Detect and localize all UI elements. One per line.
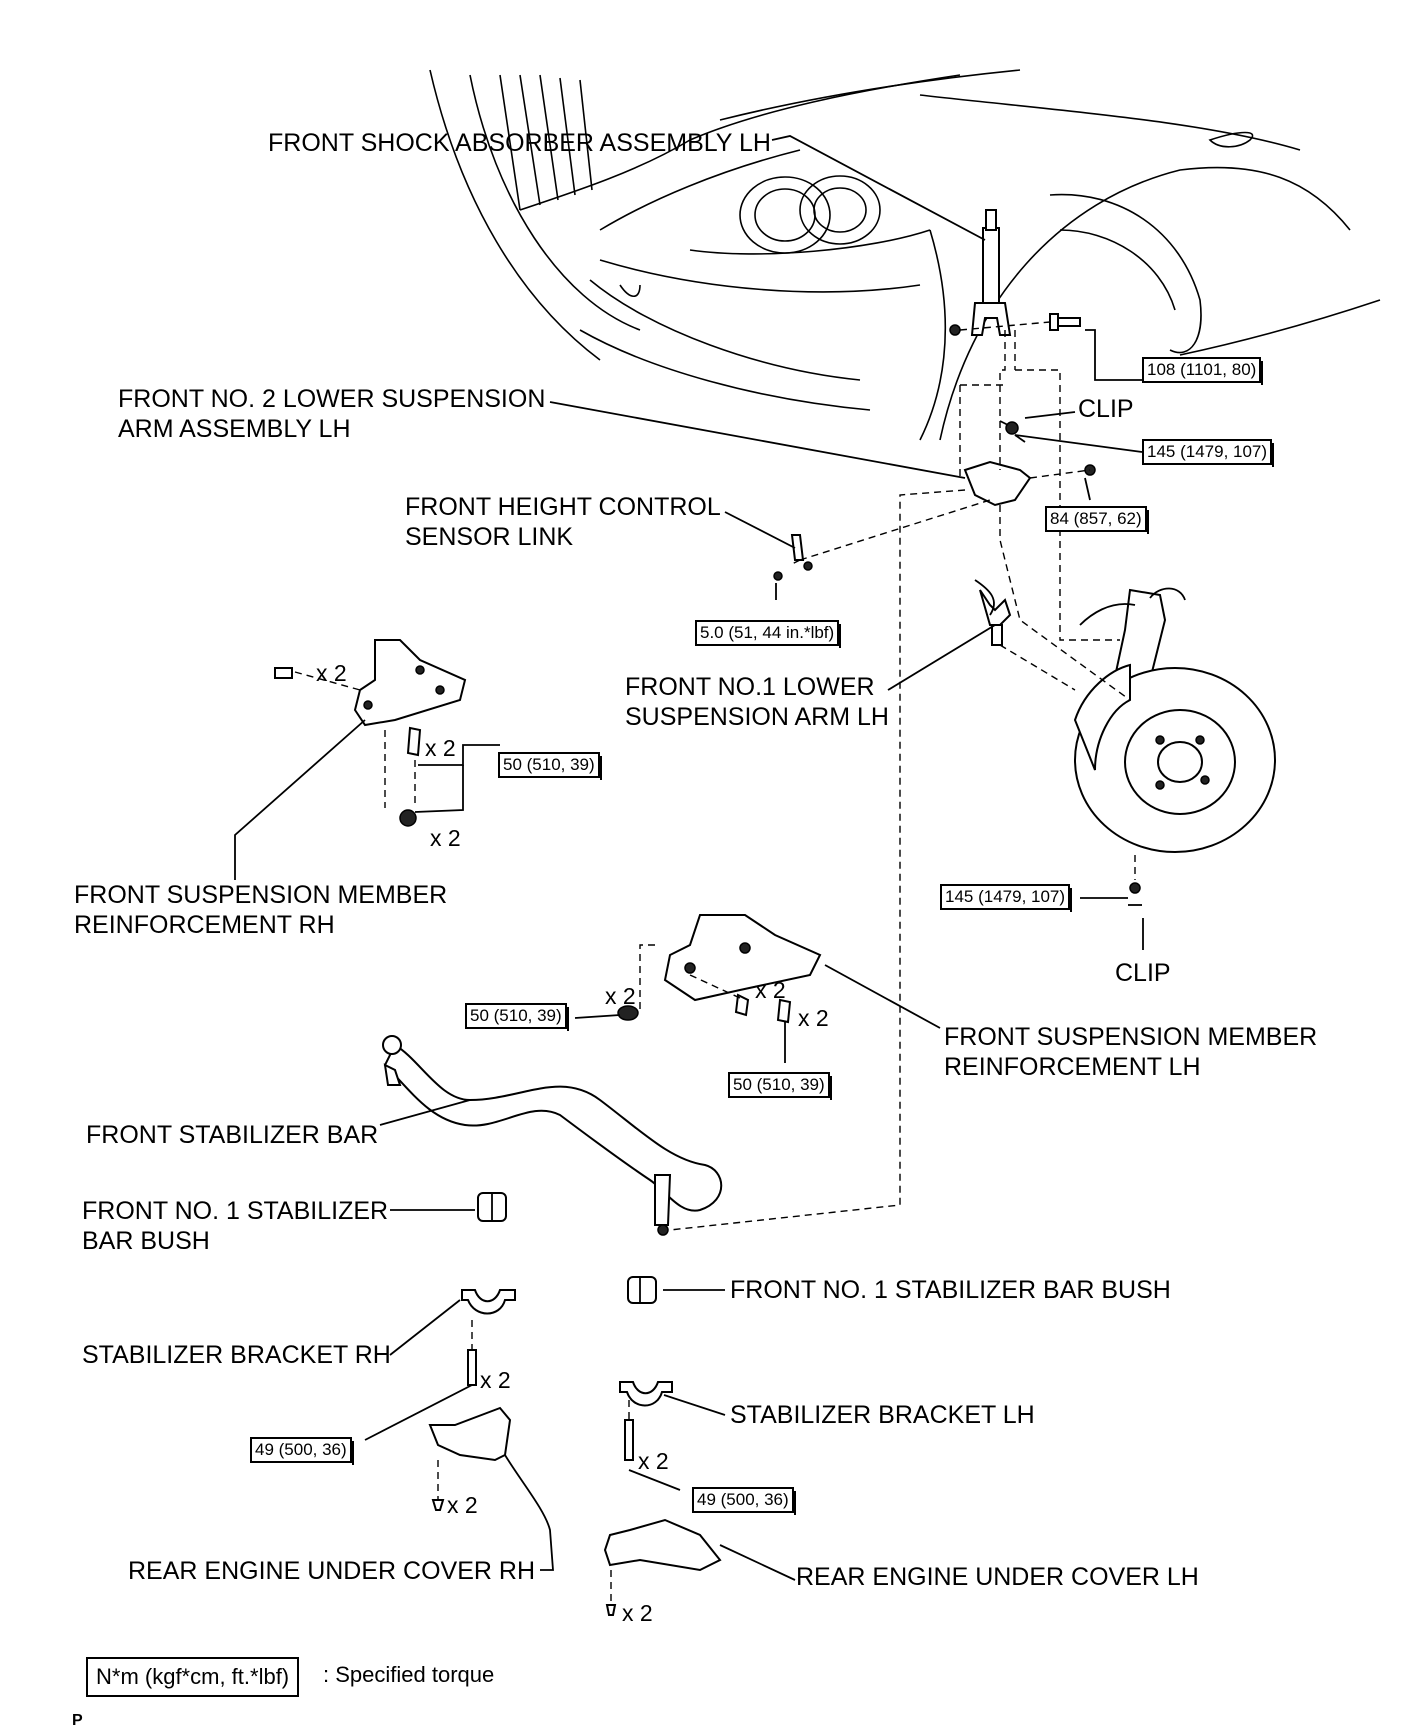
label-front-no1-lower-arm-line2: SUSPENSION ARM LH: [625, 703, 889, 731]
member-reinforcement-lh-part: [617, 914, 822, 1024]
label-front-stabilizer-bar: FRONT STABILIZER BAR: [86, 1121, 379, 1149]
quantity-cover-lh-clip: x 2: [622, 1600, 653, 1626]
label-stabilizer-bracket-lh: STABILIZER BRACKET LH: [730, 1401, 1035, 1429]
torque-member-reinforcement-rh: 50 (510, 39): [498, 752, 602, 780]
label-member-reinforcement-lh-line2: REINFORCEMENT LH: [944, 1053, 1201, 1081]
label-front-shock-absorber: FRONT SHOCK ABSORBER ASSEMBLY LH: [268, 129, 771, 157]
quantity-bracket-lh-bolt: x 2: [638, 1448, 669, 1474]
quantity-member-lh-lower-bolt: x 2: [798, 1005, 829, 1031]
leader-lines: [234, 135, 1144, 1581]
no1-lower-arm-part: [974, 579, 1012, 646]
label-front-no2-lower-arm-line1: FRONT NO. 2 LOWER SUSPENSION: [118, 385, 546, 413]
label-front-no2-lower-arm-line2: ARM ASSEMBLY LH: [118, 415, 351, 443]
torque-stabilizer-bracket-rh: 49 (500, 36): [250, 1437, 354, 1465]
label-stabilizer-bush-rh-line1: FRONT NO. 1 STABILIZER: [82, 1197, 389, 1225]
torque-member-reinforcement-lh-bottom: 50 (510, 39): [728, 1072, 832, 1100]
quantity-bracket-rh-bolt: x 2: [480, 1367, 511, 1393]
quantity-member-lh-nut: x 2: [605, 983, 636, 1009]
quantity-member-rh-bolt: x 2: [316, 660, 347, 686]
torque-height-sensor-nut: 5.0 (51, 44 in.*lbf): [695, 620, 842, 648]
torque-stabilizer-bracket-lh: 49 (500, 36): [692, 1487, 796, 1515]
label-rear-engine-under-cover-rh: REAR ENGINE UNDER COVER RH: [128, 1557, 535, 1585]
label-member-reinforcement-lh-line1: FRONT SUSPENSION MEMBER: [944, 1023, 1318, 1051]
quantity-member-rh-upper-bolt: x 2: [425, 735, 456, 761]
label-clip-top: CLIP: [1078, 395, 1134, 423]
knuckle-brake-disc-part: [1073, 587, 1276, 906]
no2-lower-arm-part: [963, 420, 1096, 507]
rear-engine-under-covers: [428, 1406, 722, 1616]
torque-no2-lower-arm-nut: 84 (857, 62): [1045, 506, 1149, 534]
label-height-sensor-link-line1: FRONT HEIGHT CONTROL: [405, 493, 721, 521]
label-height-sensor-link-line2: SENSOR LINK: [405, 523, 574, 551]
quantity-cover-rh-clip: x 2: [447, 1492, 478, 1518]
legend-specified-torque-text: : Specified torque: [323, 1662, 495, 1687]
legend-torque-units-box: N*m (kgf*cm, ft.*lbf): [86, 1657, 300, 1697]
footer-code: P: [72, 1712, 83, 1729]
label-stabilizer-bush-lh: FRONT NO. 1 STABILIZER BAR BUSH: [730, 1276, 1171, 1304]
label-stabilizer-bush-rh-line2: BAR BUSH: [82, 1227, 210, 1255]
stabilizer-bar-bushes: [477, 1192, 657, 1304]
quantity-member-lh-bolt: x 2: [755, 977, 786, 1003]
label-stabilizer-bracket-rh: STABILIZER BRACKET RH: [82, 1341, 391, 1369]
stabilizer-bar-part: [382, 1035, 723, 1236]
label-member-reinforcement-rh-line2: REINFORCEMENT RH: [74, 911, 335, 939]
label-front-no1-lower-arm-line1: FRONT NO.1 LOWER: [625, 673, 875, 701]
torque-upper-clip-nut: 145 (1479, 107): [1142, 439, 1275, 467]
torque-member-reinforcement-lh-left: 50 (510, 39): [465, 1003, 569, 1031]
alignment-lines: [294, 321, 1136, 1605]
vehicle-body-outline: [429, 69, 1381, 441]
label-member-reinforcement-rh-line1: FRONT SUSPENSION MEMBER: [74, 881, 448, 909]
quantity-member-rh-nut: x 2: [430, 825, 461, 851]
torque-lower-clip-nut: 145 (1479, 107): [940, 884, 1073, 912]
label-clip-bottom: CLIP: [1115, 959, 1171, 987]
torque-shock-absorber-bolt: 108 (1101, 80): [1142, 357, 1264, 385]
shock-absorber-part: [949, 209, 1081, 336]
member-reinforcement-rh-part: [274, 639, 467, 827]
label-rear-engine-under-cover-lh: REAR ENGINE UNDER COVER LH: [796, 1563, 1199, 1591]
height-sensor-link-part: [773, 534, 813, 581]
